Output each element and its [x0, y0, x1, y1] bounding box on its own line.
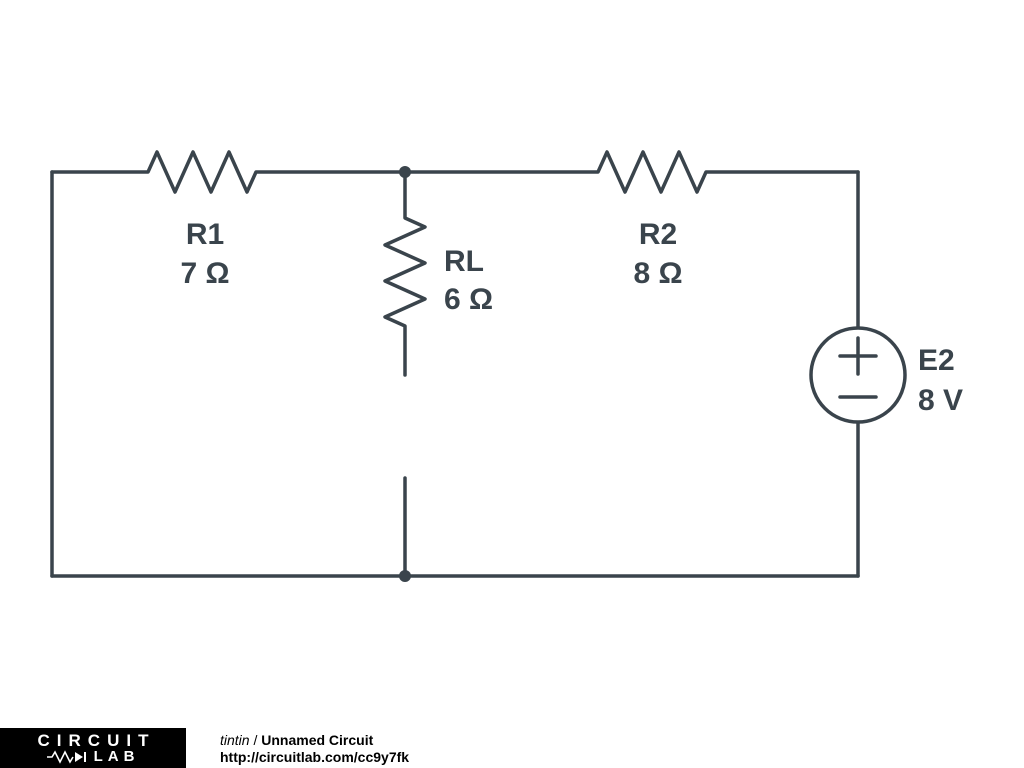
circuitlab-logo[interactable]: CIRCUIT LAB: [0, 728, 186, 768]
r1-value: 7 Ω: [180, 257, 229, 290]
schematic-svg: R1 7 Ω RL 6 Ω R2 8 Ω E2 8 V: [50, 150, 963, 582]
schematic-canvas: R1 7 Ω RL 6 Ω R2 8 Ω E2 8 V: [50, 150, 964, 582]
breadcrumb-separator: /: [249, 731, 262, 748]
r2-value: 8 Ω: [633, 257, 682, 290]
e2-label: E2: [918, 344, 955, 377]
e2-value: 8 V: [918, 384, 963, 417]
rl-label: RL: [444, 245, 484, 278]
node-dot-top: [399, 166, 411, 178]
logo-circuit-text: CIRCUIT: [37, 731, 156, 750]
logo-lab-text: LAB: [93, 748, 140, 765]
footer-bar: CIRCUIT LAB tintin / Unnamed Circuit htt…: [0, 728, 1024, 768]
r1-label: R1: [186, 218, 224, 251]
rl-value: 6 Ω: [444, 283, 493, 316]
share-url[interactable]: http://circuitlab.com/cc9y7fk: [220, 748, 410, 765]
resistor-r1[interactable]: [50, 150, 407, 194]
resistor-r2[interactable]: [403, 150, 860, 194]
plus-sign: [838, 336, 878, 376]
node-dot-bottom: [399, 570, 411, 582]
author-name: tintin: [220, 731, 250, 748]
voltage-source-e2[interactable]: [809, 326, 907, 424]
breadcrumb: tintin / Unnamed Circuit: [220, 732, 409, 748]
r2-label: R2: [639, 218, 677, 251]
resistor-rl[interactable]: [383, 170, 427, 377]
resistor-zigzag-icon: [46, 750, 86, 764]
circuit-title: Unnamed Circuit: [261, 731, 374, 748]
